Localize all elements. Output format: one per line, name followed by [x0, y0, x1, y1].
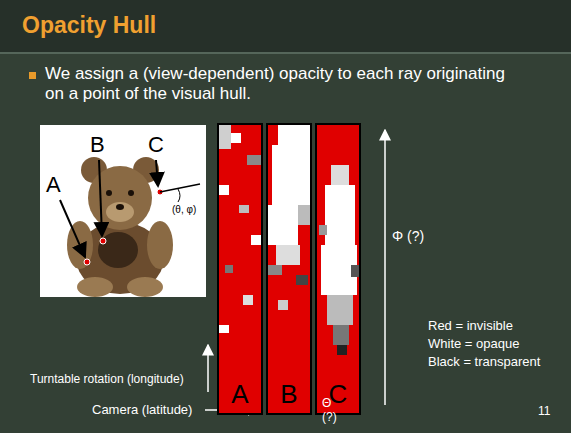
- title-band: [0, 0, 571, 52]
- strip-letter: B: [280, 380, 297, 413]
- axis-label: Φ (?): [392, 228, 424, 245]
- page-number: 11: [538, 404, 550, 418]
- opacity-pixels: [268, 125, 310, 413]
- strip-letter: C: [329, 380, 348, 413]
- title-rule: [0, 52, 571, 54]
- axis-label: Θ (?): [322, 396, 346, 425]
- bullet-marker: [29, 72, 36, 79]
- opacity-strip: A: [217, 123, 263, 415]
- opacity-pixels: [317, 125, 359, 413]
- slide-title: Opacity Hull: [22, 12, 156, 40]
- key-text: Red = invisible: [428, 318, 513, 334]
- point-label: A: [46, 172, 61, 198]
- bullet-text: We assign a (view-dependent) opacity to …: [45, 64, 515, 105]
- axis-label: Camera (latitude): [92, 402, 192, 418]
- point-label: C: [148, 132, 164, 158]
- strip-letter: A: [231, 380, 248, 413]
- opacity-strip: B: [266, 123, 312, 415]
- opacity-pixels: [219, 125, 261, 413]
- opacity-strip: C: [315, 123, 361, 415]
- point-label: B: [90, 132, 105, 158]
- angle-label: (θ, φ): [172, 204, 204, 216]
- teddy-bear-photo: [40, 125, 206, 297]
- key-text: White = opaque: [428, 336, 519, 352]
- axis-label: Turntable rotation (longitude): [30, 372, 184, 386]
- key-text: Black = transparent: [428, 354, 540, 370]
